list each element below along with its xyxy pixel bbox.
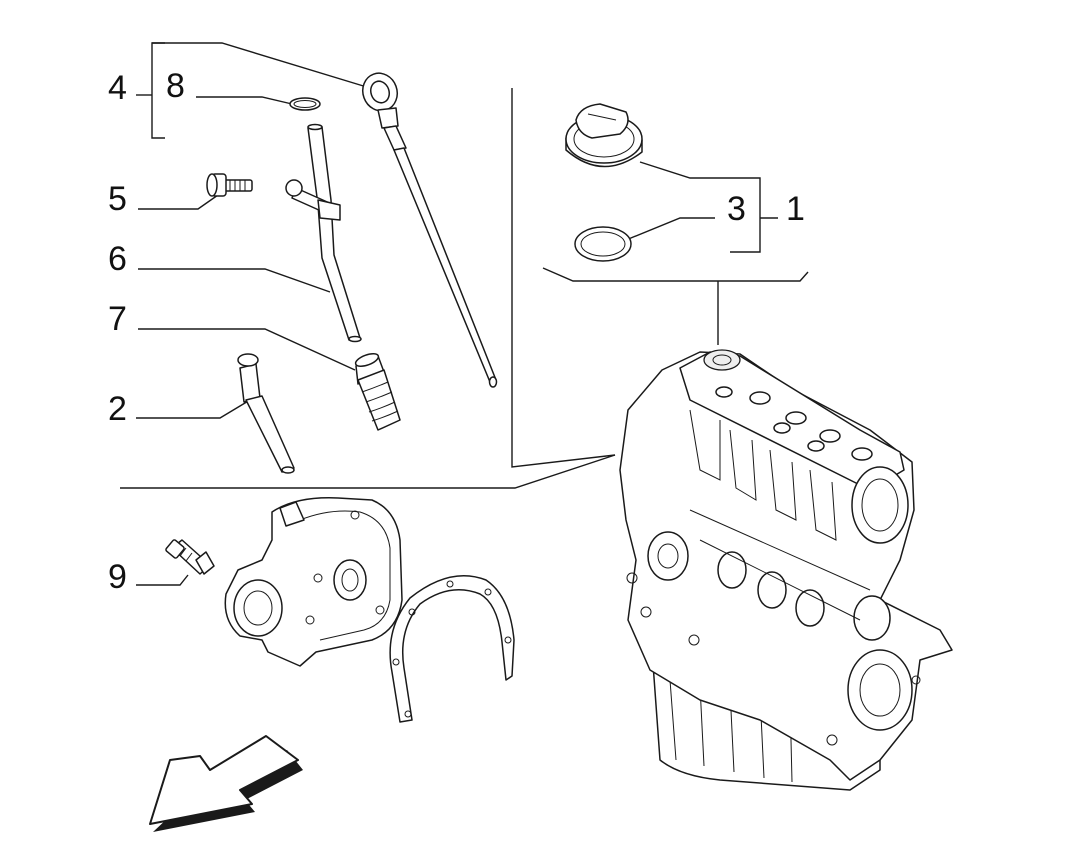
part-8-seal-ring bbox=[289, 97, 321, 111]
callout-1: 1 bbox=[786, 190, 805, 228]
timing-cover-housing bbox=[224, 497, 403, 667]
gasket bbox=[389, 574, 515, 723]
leader-7 bbox=[138, 328, 356, 371]
leader-5 bbox=[138, 194, 219, 210]
part-5-bolt bbox=[206, 173, 253, 197]
divider-line-lower bbox=[120, 454, 616, 489]
callout-5: 5 bbox=[108, 180, 127, 218]
leader-engine-top bbox=[542, 267, 809, 282]
leader-6 bbox=[138, 268, 331, 293]
part-3-o-ring bbox=[574, 226, 632, 262]
callout-labels: 4 8 5 6 7 2 9 3 1 bbox=[108, 67, 805, 596]
bracket-1 bbox=[639, 161, 761, 253]
callout-8: 8 bbox=[166, 67, 185, 105]
part-6-dipstick-tube bbox=[285, 123, 362, 343]
leader-4-dipstick bbox=[152, 42, 371, 89]
engine-assembly bbox=[619, 349, 953, 791]
part-2-pin bbox=[237, 353, 295, 474]
leader-9 bbox=[136, 574, 189, 586]
leader-3 bbox=[625, 217, 715, 241]
front-direction-arrow-icon bbox=[149, 735, 303, 832]
callout-9: 9 bbox=[108, 558, 127, 596]
callout-2: 2 bbox=[108, 390, 127, 428]
part-9-oil-pressure-sensor bbox=[165, 539, 215, 575]
leader-8 bbox=[196, 96, 293, 105]
part-7-bellows-seal bbox=[354, 353, 401, 431]
part-1-oil-filler-cap bbox=[565, 103, 643, 168]
callout-7: 7 bbox=[108, 300, 127, 338]
leader-lines bbox=[120, 42, 809, 586]
divider-line bbox=[511, 88, 616, 468]
callout-6: 6 bbox=[108, 240, 127, 278]
callout-4: 4 bbox=[108, 69, 127, 107]
bracket-4 bbox=[151, 42, 165, 139]
leader-2 bbox=[136, 399, 251, 419]
callout-3: 3 bbox=[727, 190, 746, 228]
part-4-dipstick bbox=[362, 72, 498, 388]
